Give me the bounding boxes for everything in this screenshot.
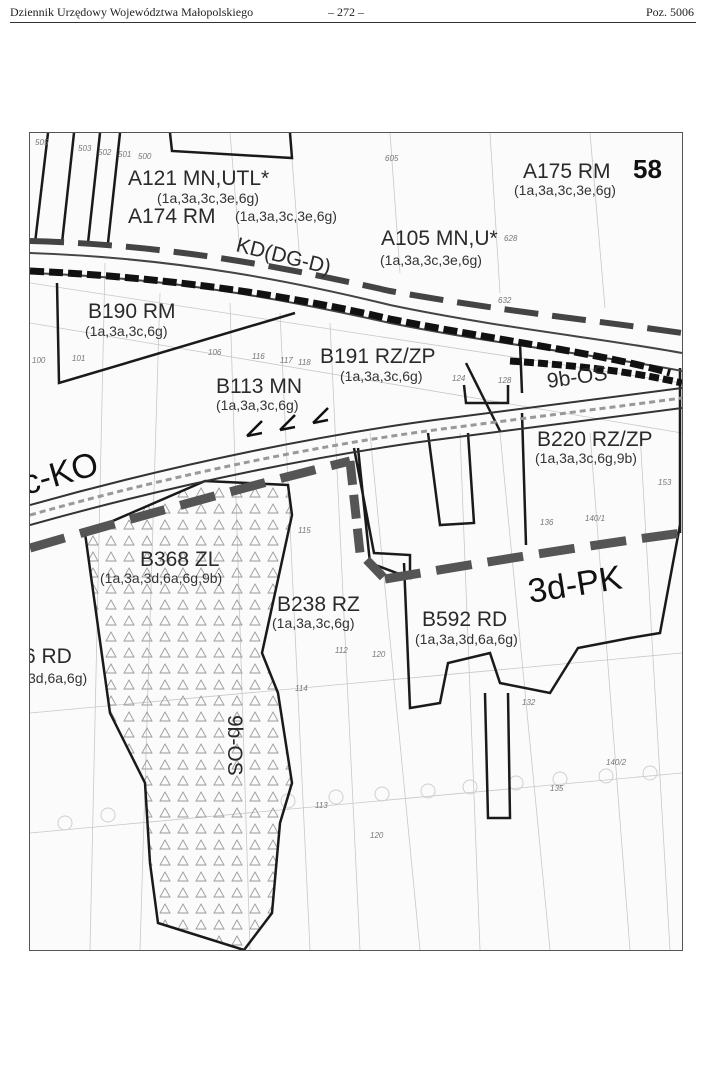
zone-params-b220: (1a,3a,3c,6g,9b) [535,450,637,466]
parcel-number: 112 [335,646,348,655]
parcel-number: 101 [72,354,85,363]
parcel-number: 502 [98,148,112,157]
parcel-number: 100 [32,356,46,365]
zone-boundaries [33,133,682,820]
parcel-numbers: 505 503 502 501 500 605 628 632 100 101 … [32,138,672,840]
zone-label-a175: A175 RM [523,160,611,183]
parcel-number: 118 [298,358,311,367]
parcel-number: 500 [138,152,152,161]
zone-label-a105: A105 MN,U* [381,227,498,250]
zone-label-b113: B113 MN [216,375,302,398]
zone-params-b113: (1a,3a,3c,6g) [216,397,299,413]
parcel-number: 115 [298,526,311,535]
zone-params-a121: (1a,3a,3c,3e,6g) [157,190,259,206]
parcel-number: 116 [252,352,265,361]
parcel-number: 140/2 [606,758,627,767]
zone-params-b592: (1a,3a,3d,6a,6g) [415,631,518,647]
parcel-number: 124 [452,374,466,383]
parcel-number: 114 [295,684,308,693]
parcel-number: 106 [208,348,222,357]
zoning-map: KD(DG-D) c-KO 3d-PK 9b-OS 9b-OS 58 A121 … [29,132,683,951]
parcel-number: 501 [118,150,131,159]
zone-label-b238: B238 RZ [277,593,360,616]
zone-params-b368: (1a,3a,3d,6a,6g,9b) [100,570,222,586]
access-arrows [246,407,329,438]
parcel-number: 632 [498,296,512,305]
parcel-number: 153 [658,478,672,487]
parcel-number: 605 [385,154,399,163]
sheet-number: 58 [633,154,662,184]
header-rule [10,22,696,23]
road-label-kd: KD(DG-D) [234,234,334,280]
journal-title: Dziennik Urzędowy Województwa Małopolski… [10,5,254,19]
zone-label-rd-west: 6 RD [30,645,72,668]
zone-b368-area [83,479,294,950]
parcel-number: 140/1 [585,514,605,523]
zone-label-b190: B190 RM [88,300,176,323]
position-number: Poz. 5006 [646,5,694,19]
zone-label-b368: B368 ZL [140,548,219,571]
zone-params-b238: (1a,3a,3c,6g) [272,615,355,631]
zone-params-rd-west: 3d,6a,6g) [30,670,87,686]
parcel-number: 132 [522,698,536,707]
parcel-number: 120 [370,831,384,840]
zone-params-b191: (1a,3a,3c,6g) [340,368,423,384]
parcel-number: 120 [372,650,386,659]
zone-label-a121: A121 MN,UTL* [128,167,269,190]
zone-label-b191: B191 RZ/ZP [320,345,436,368]
zone-label-b592: B592 RD [422,608,507,631]
parcel-number: 135 [550,784,564,793]
page-header: Dziennik Urzędowy Województwa Małopolski… [10,3,696,23]
page-number: – 272 – [328,5,364,19]
zone-params-a105: (1a,3a,3c,3e,6g) [380,252,482,268]
zone-params-a174: (1a,3a,3c,3e,6g) [235,208,337,224]
road-label-c-ko: c-KO [30,445,103,503]
parcel-number: 505 [35,138,49,147]
zone-label-b220: B220 RZ/ZP [537,428,653,451]
parcel-number: 503 [78,144,92,153]
parcel-number: 628 [504,234,518,243]
zone-params-b190: (1a,3a,3c,6g) [85,323,168,339]
parcel-number: 136 [540,518,554,527]
corridor-label-9b-os-south: 9b-OS [223,715,246,776]
zone-params-a175: (1a,3a,3c,3e,6g) [514,182,616,198]
zone-label-a174: A174 RM [128,205,216,228]
parcel-number: 128 [498,376,512,385]
roads [30,238,682,584]
parcel-number: 113 [315,801,328,810]
parcel-number: 117 [280,356,293,365]
road-label-3d-pk: 3d-PK [525,559,625,611]
